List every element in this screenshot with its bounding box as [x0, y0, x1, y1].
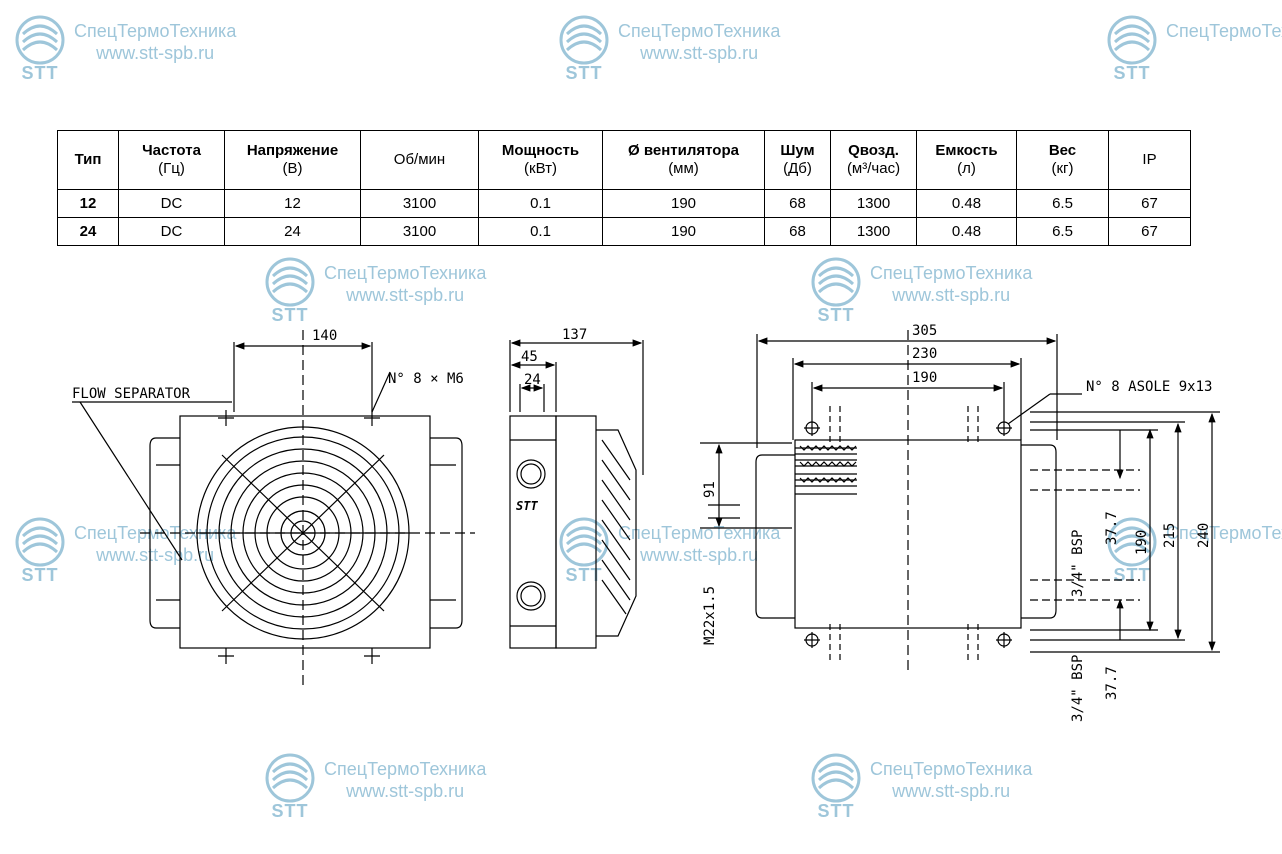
col-header: Шум(Дб) — [764, 130, 831, 190]
col-header: Мощность(кВт) — [478, 130, 603, 190]
table-cell: 67 — [1108, 217, 1191, 246]
spec-table: Тип Частота(Гц) Напряжение(В) Об/мин Мощ… — [57, 130, 1191, 246]
rear-view — [700, 330, 1220, 670]
dim-rear-190: 190 — [912, 370, 937, 386]
dim-37-top: 37.7 — [1104, 511, 1120, 545]
table-cell: 190 — [602, 189, 765, 218]
dim-rear-230: 230 — [912, 346, 937, 362]
dim-37-bottom: 37.7 — [1104, 666, 1120, 700]
col-header: Тип — [57, 130, 119, 190]
bolts-label: N° 8 × M6 — [388, 371, 464, 387]
dim-side-24: 24 — [524, 372, 541, 388]
stt-logo-icon — [811, 753, 861, 803]
table-cell: 190 — [602, 217, 765, 246]
holes-label: N° 8 ASOLE 9x13 — [1086, 379, 1212, 395]
stt-logo-icon — [15, 15, 65, 65]
stt-logo-icon — [559, 15, 609, 65]
table-header-row: Тип Частота(Гц) Напряжение(В) Об/мин Мощ… — [57, 130, 1191, 190]
front-view — [72, 330, 475, 690]
table-row: 24 DC 24 3100 0.1 190 68 1300 0.48 6.5 6… — [57, 217, 1191, 246]
table-cell: 24 — [57, 217, 119, 246]
table-cell: DC — [118, 217, 225, 246]
stt-logo-icon — [1107, 15, 1157, 65]
dim-rear-215: 215 — [1162, 523, 1178, 548]
table-cell: 12 — [57, 189, 119, 218]
dim-side-45: 45 — [521, 349, 538, 365]
table-cell: 6.5 — [1016, 189, 1109, 218]
col-header: Ø вентилятора(мм) — [602, 130, 765, 190]
table-cell: 3100 — [360, 189, 479, 218]
bsp-bottom-label: 3/4" BSP — [1070, 655, 1086, 722]
watermark: STT СпецТермоТехника — [1104, 14, 1282, 82]
dim-front-width: 140 — [312, 328, 337, 344]
table-cell: 0.1 — [478, 189, 603, 218]
stt-logo-icon — [1107, 517, 1157, 567]
side-view — [509, 339, 644, 649]
table-cell: 1300 — [830, 189, 917, 218]
dim-rear-305: 305 — [912, 323, 937, 339]
stt-logo-icon — [265, 753, 315, 803]
table-cell: 1300 — [830, 217, 917, 246]
table-cell: 0.48 — [916, 217, 1017, 246]
col-header: IP — [1108, 130, 1191, 190]
dim-side-91: 91 — [702, 481, 718, 498]
stt-logo-icon — [559, 517, 609, 567]
bsp-top-label: 3/4" BSP — [1070, 530, 1086, 597]
col-header: Частота(Гц) — [118, 130, 225, 190]
stt-logo-icon — [265, 257, 315, 307]
dim-rear-240: 240 — [1196, 523, 1212, 548]
stt-logo-icon — [15, 517, 65, 567]
flow-separator-label: FLOW SEPARATOR — [72, 386, 191, 402]
dim-rear-190h: 190 — [1134, 530, 1150, 555]
watermark: STT СпецТермоТехника — [1104, 516, 1282, 584]
table-row: 12 DC 12 3100 0.1 190 68 1300 0.48 6.5 6… — [57, 189, 1191, 218]
thread-label: M22x1.5 — [702, 586, 718, 645]
side-logo: STT — [516, 499, 538, 513]
table-cell: 68 — [764, 217, 831, 246]
table-cell: 67 — [1108, 189, 1191, 218]
col-header: Вес(кг) — [1016, 130, 1109, 190]
dim-side-depth: 137 — [562, 327, 587, 343]
stt-logo-icon — [811, 257, 861, 307]
col-header: Об/мин — [360, 130, 479, 190]
